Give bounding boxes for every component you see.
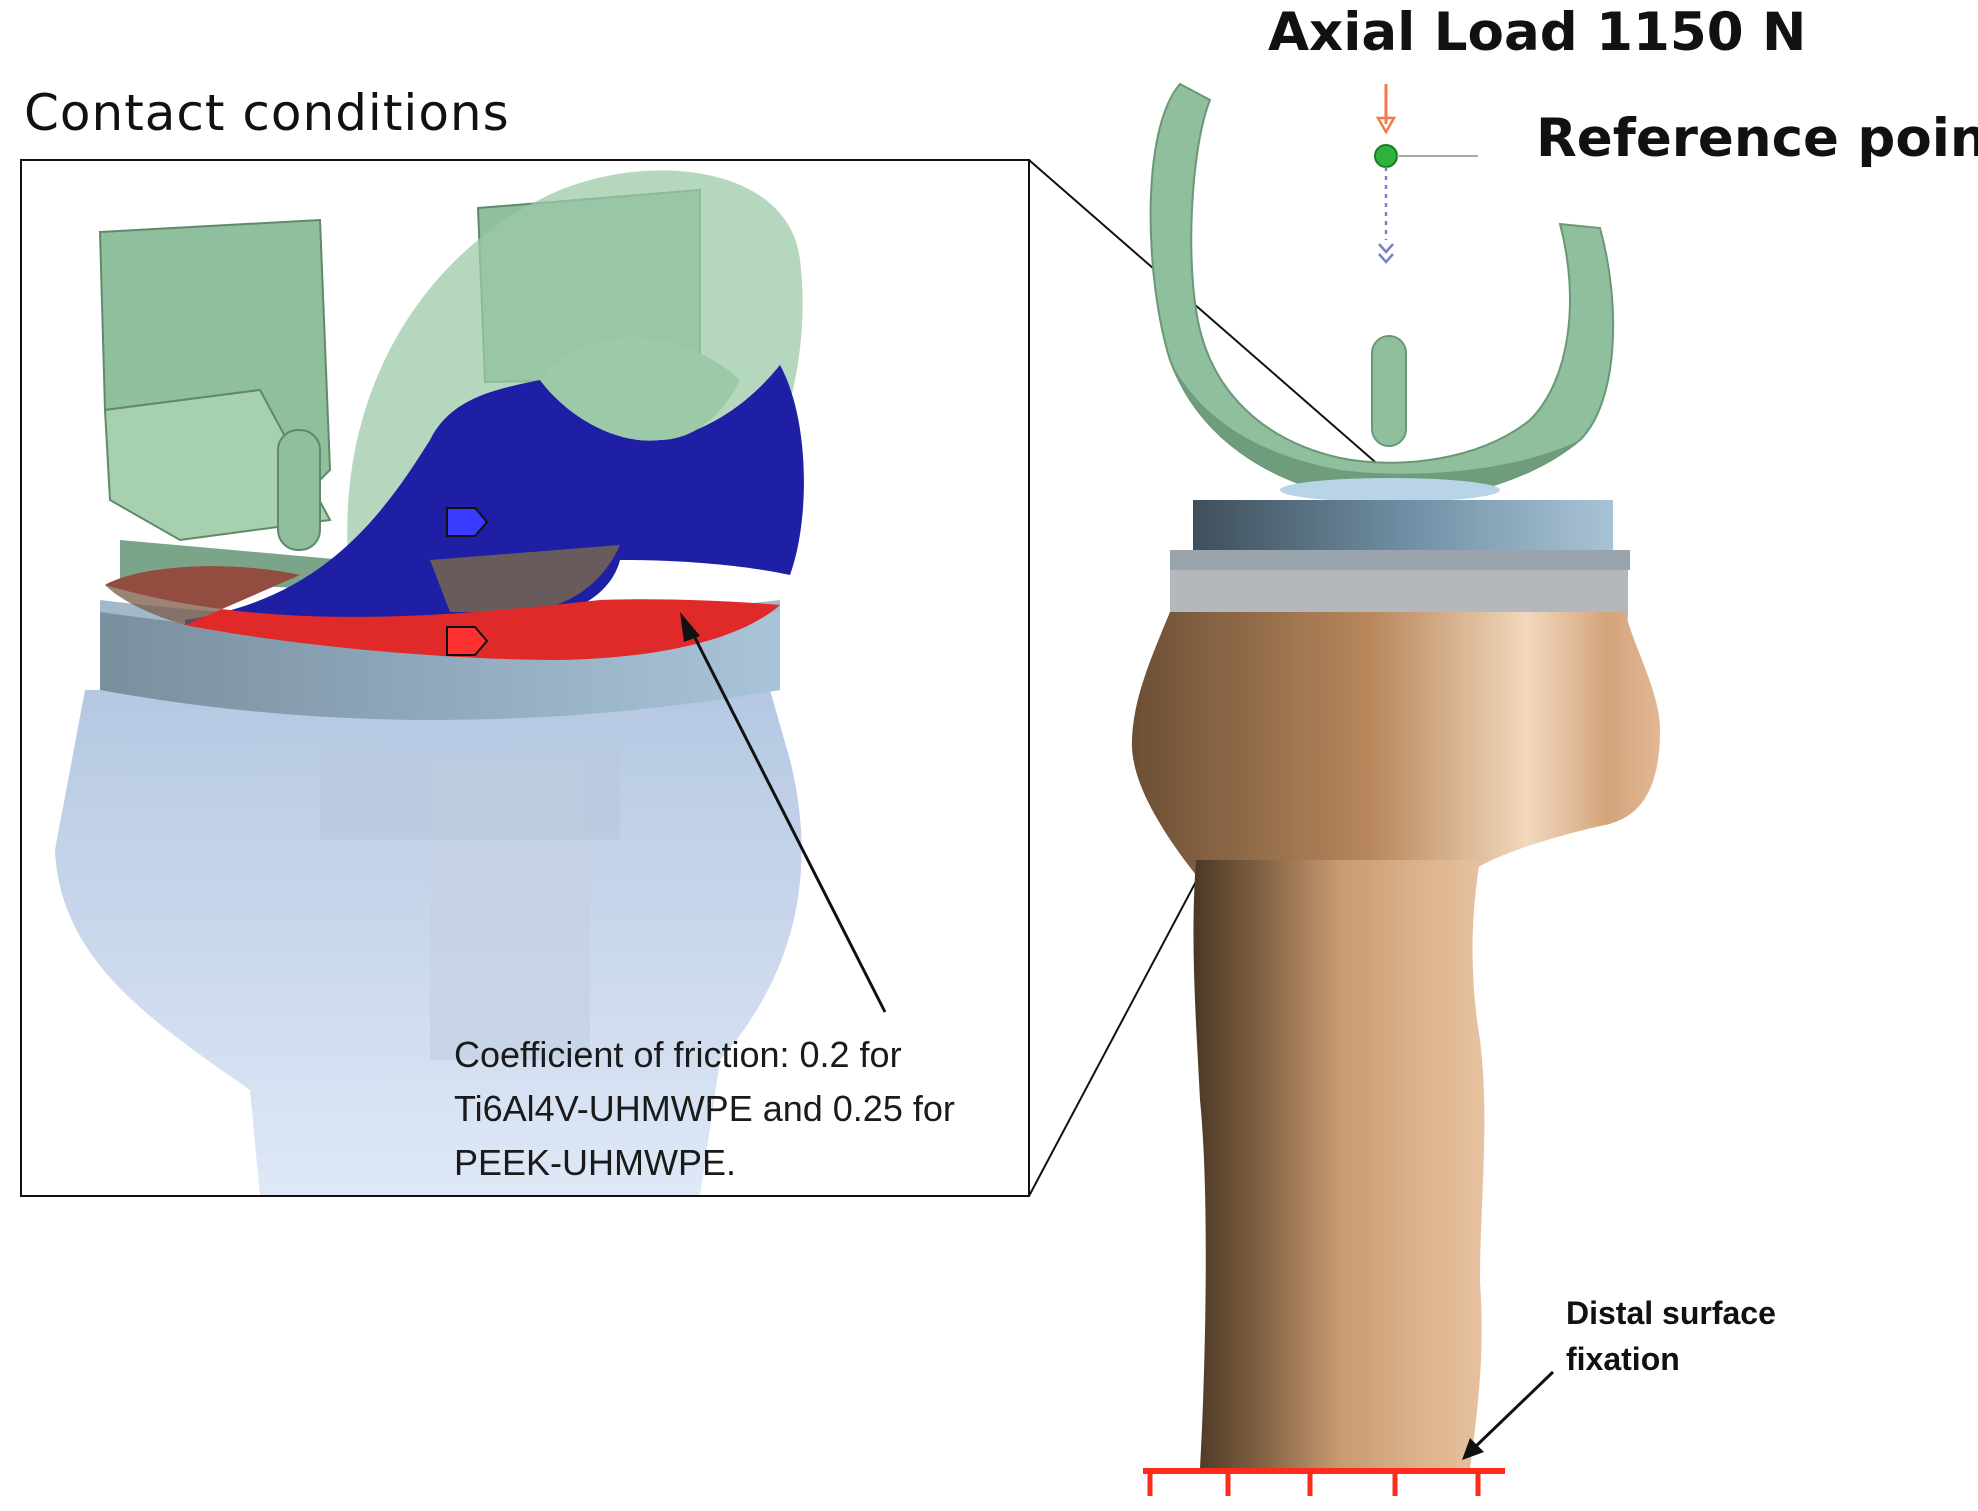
contact-conditions-title: Contact conditions <box>24 84 510 142</box>
tibial-tray <box>1170 570 1628 618</box>
reference-point-label: Reference point <box>1536 108 1978 169</box>
friction-note: Coefficient of friction: 0.2 for Ti6Al4V… <box>454 1034 955 1183</box>
zoom-connector-top <box>1028 159 1406 489</box>
contact-surface-blue <box>185 365 804 625</box>
tibia-head <box>1131 612 1660 880</box>
main-knee-model <box>1131 82 1660 1496</box>
contact-marker-red <box>446 626 489 656</box>
contact-surface-red <box>105 566 780 660</box>
load-arrowhead <box>1375 116 1397 135</box>
friction-leader-line <box>688 627 887 1013</box>
contact-inset <box>20 159 1030 1197</box>
distal-leader-line <box>1472 1370 1555 1450</box>
tibia-shaft <box>1193 860 1485 1468</box>
axial-load-label: Axial Load 1150 N <box>1268 2 1807 63</box>
contact-marker-blue <box>446 507 489 537</box>
distal-fixation-label: Distal surface fixation <box>1566 1295 1776 1377</box>
friction-arrowhead <box>680 612 700 642</box>
inset-insert-band <box>100 605 780 720</box>
distal-fixation-symbol <box>1143 1468 1505 1496</box>
inset-frame <box>20 159 1030 1197</box>
distal-arrowhead <box>1462 1438 1484 1460</box>
femoral-peg <box>1371 335 1407 447</box>
reference-point-marker <box>1374 144 1398 168</box>
